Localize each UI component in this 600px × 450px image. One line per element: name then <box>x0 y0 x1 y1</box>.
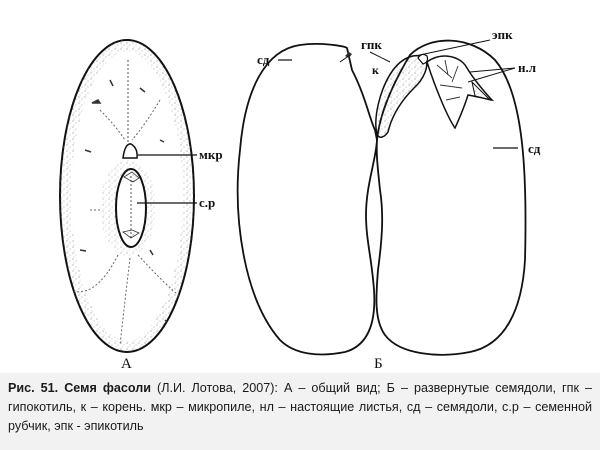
label-epicotyl: эпк <box>492 27 513 42</box>
hypocotyl-shape <box>375 54 428 138</box>
seed-opened-cotyledons <box>236 39 527 356</box>
figure-caption: Рис. 51. Семя фасоли (Л.И. Лотова, 2007)… <box>0 373 600 450</box>
label-cotyledon-left: сд <box>257 52 270 67</box>
bean-seed-drawing <box>59 39 527 356</box>
caption-title: Рис. 51. Семя фасоли <box>8 381 151 395</box>
label-cotyledon-right: сд <box>528 141 541 156</box>
panel-label-a: А <box>121 356 132 372</box>
caption-body: (Л.И. Лотова, 2007): А – общий вид; Б – … <box>8 381 592 433</box>
label-hypocotyl: гпк <box>361 37 382 52</box>
panel-label-b: Б <box>374 356 383 372</box>
micropyle-shape <box>122 143 138 159</box>
label-hilum: с.р <box>199 195 216 210</box>
label-micropyle: мкр <box>199 147 223 162</box>
seed-whole-view <box>59 39 197 353</box>
figure-illustration: мкр с.р А сд гпк к эпк н.л сд Б <box>59 27 541 372</box>
label-root: к <box>372 63 379 77</box>
label-true-leaves: н.л <box>518 60 537 75</box>
